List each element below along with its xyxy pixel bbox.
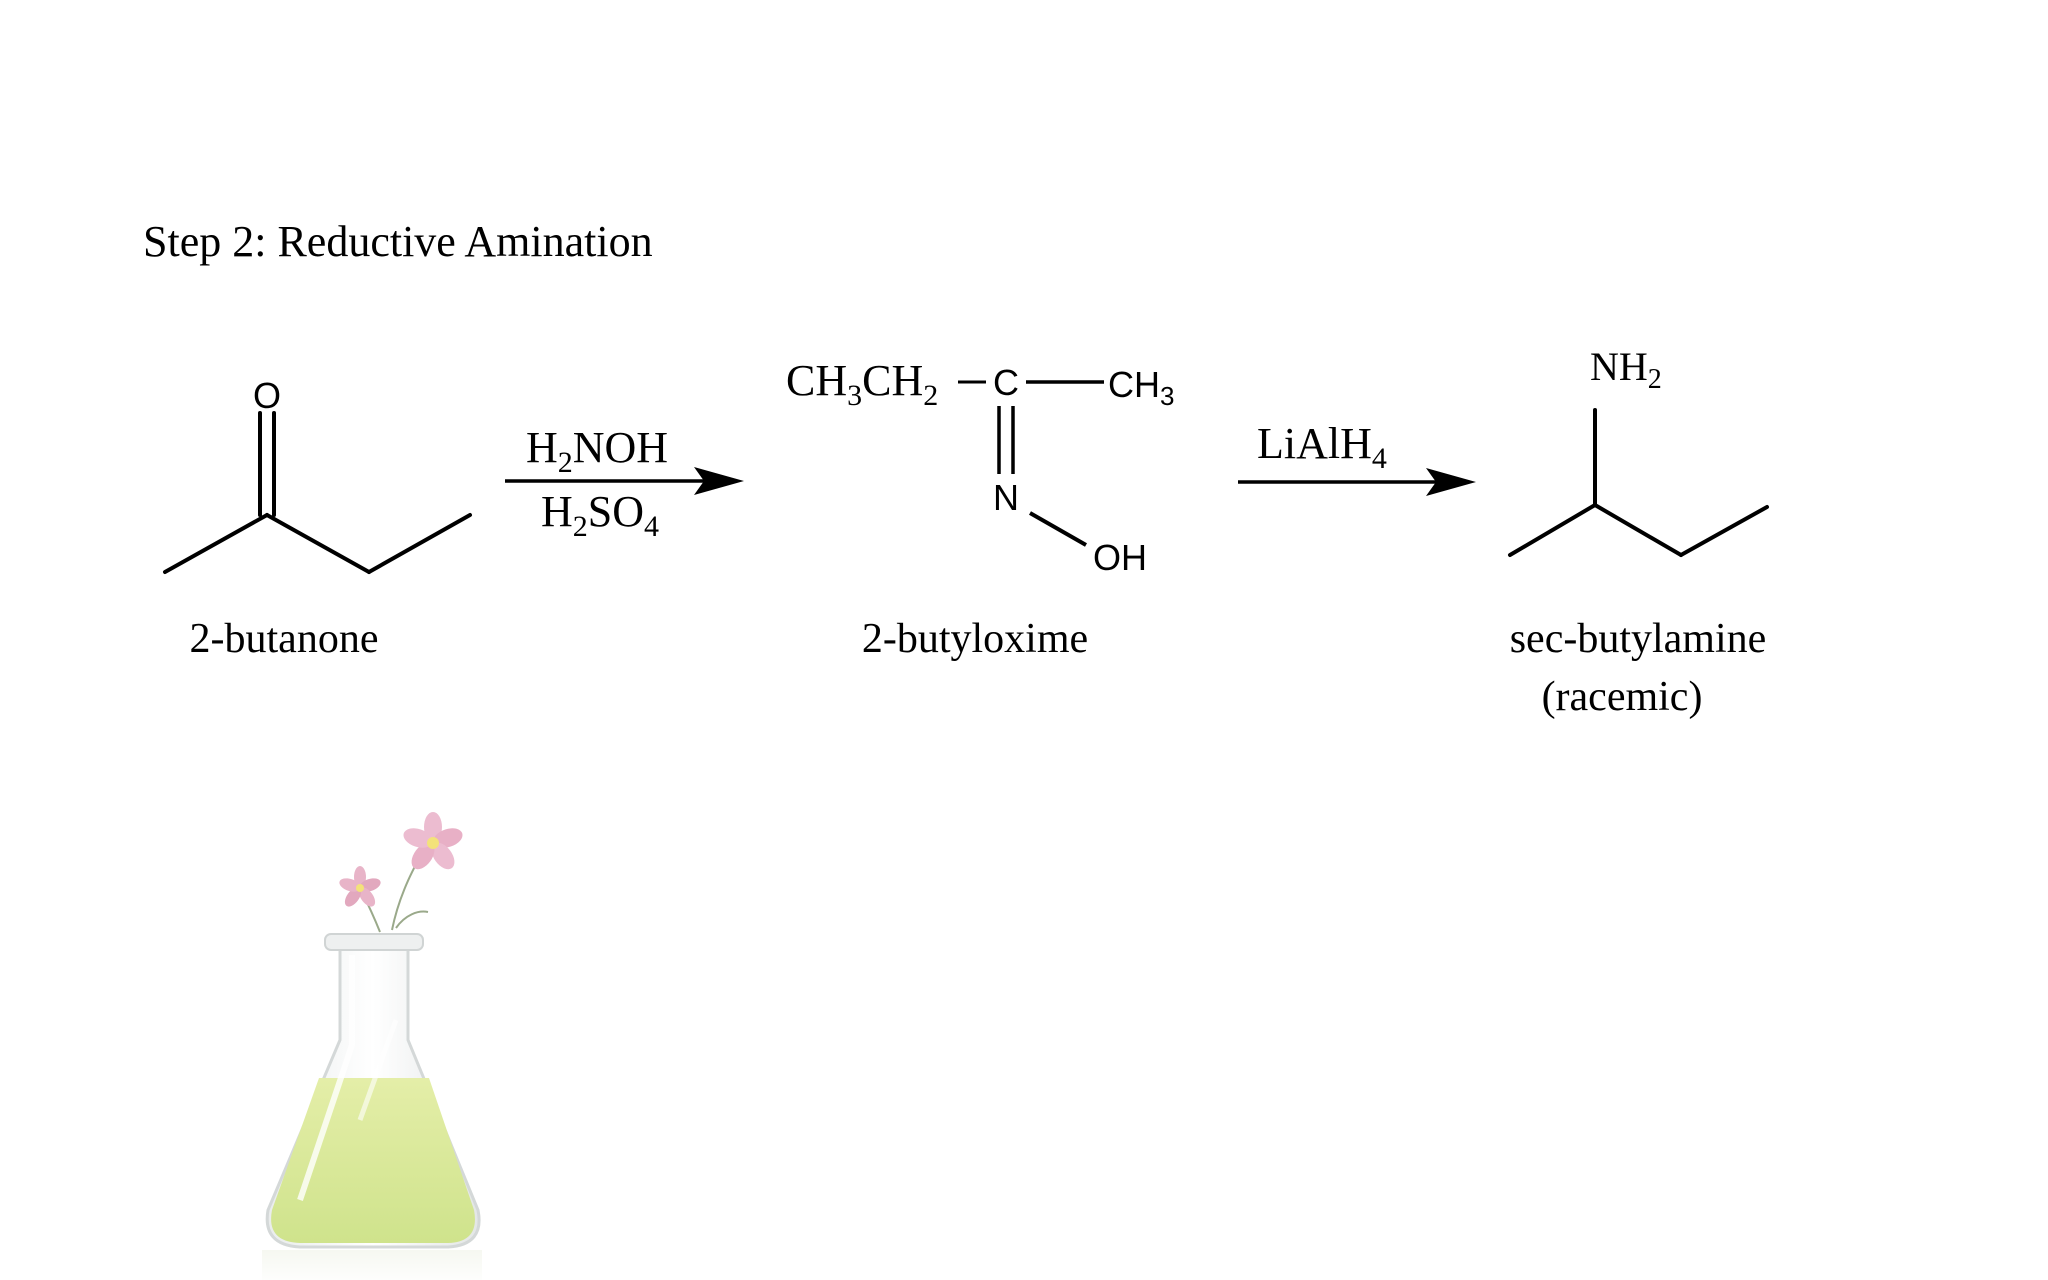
product-sec-butylamine-structure [1508, 408, 1769, 557]
bond [1029, 511, 1087, 547]
bond [163, 513, 269, 574]
oxime-double-bond [997, 406, 1015, 474]
reactant-name: 2-butanone [190, 616, 379, 662]
oxime-methyl-group: CH3 [1108, 364, 1174, 411]
intermediate-name: 2-butyloxime [862, 616, 1088, 662]
oxime-hydroxyl-label: OH [1093, 537, 1147, 578]
bond [1679, 505, 1769, 557]
bond [265, 513, 371, 574]
oxime-carbon-label: C [993, 362, 1019, 403]
oxime-nitrogen-label: N [993, 477, 1019, 518]
oxime-ethyl-group: CH3CH2 [786, 356, 938, 412]
product-note: (racemic) [1542, 674, 1703, 720]
page-title: Step 2: Reductive Amination [143, 217, 653, 266]
bond [1593, 503, 1683, 557]
reaction-arrow-1 [505, 467, 744, 495]
flower-icon [403, 812, 463, 870]
flower-icon [339, 866, 381, 907]
erlenmeyer-flask-icon [262, 812, 482, 1280]
reagent-sulfuric-acid: H2SO4 [541, 487, 659, 543]
product-name: sec-butylamine [1510, 616, 1767, 662]
bond [367, 513, 472, 574]
reaction-arrow-2 [1238, 468, 1476, 496]
reagent-hydroxylamine: H2NOH [526, 423, 668, 479]
reagent-lithium-aluminum-hydride: LiAlH4 [1257, 419, 1387, 475]
amine-group-label: NH2 [1590, 344, 1662, 395]
oxygen-atom-label: O [253, 375, 281, 416]
reactant-2-butanone-structure [163, 411, 472, 574]
bond [1508, 503, 1597, 557]
